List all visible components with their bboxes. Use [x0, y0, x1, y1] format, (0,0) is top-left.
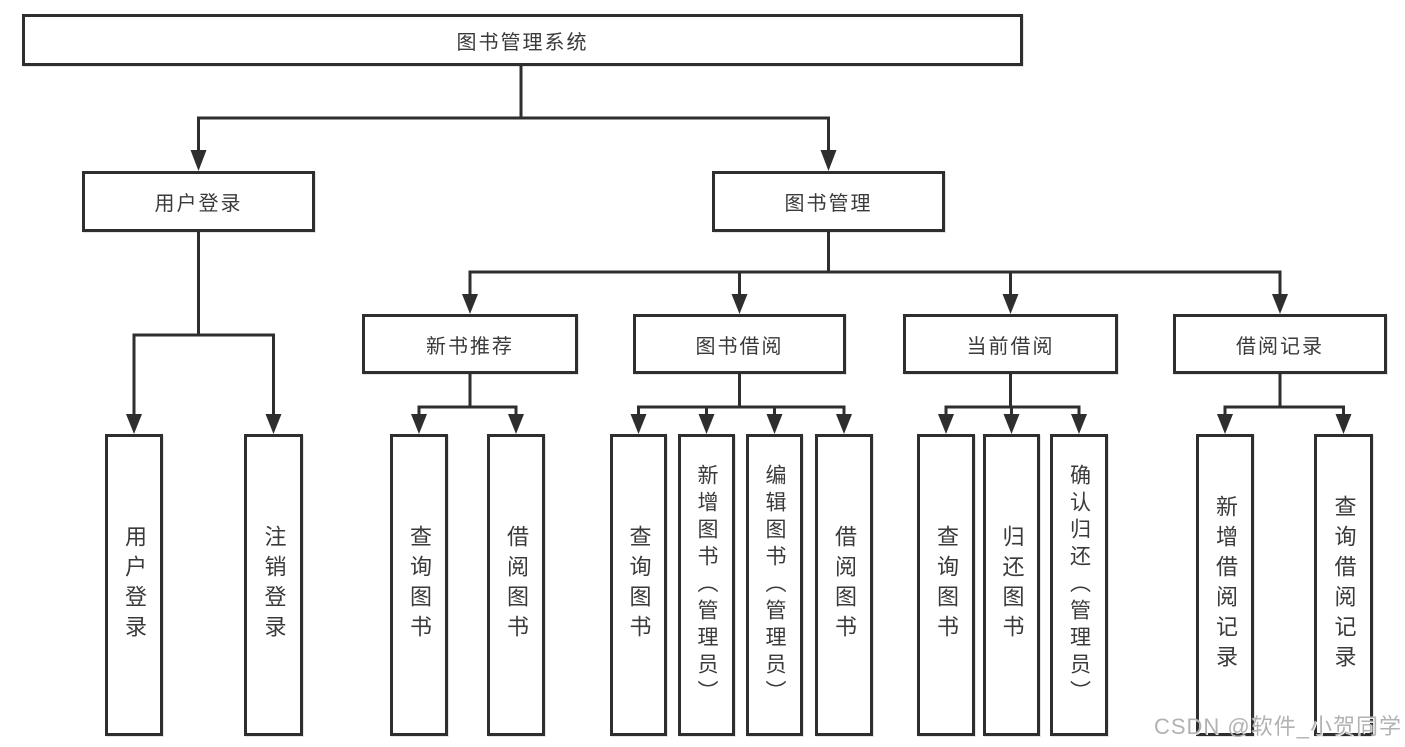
connector-borrow-records-fork: [1223, 372, 1345, 418]
leaf-cb-return-books: 归还图书: [983, 434, 1040, 736]
connector-current-borrow-fork: [944, 372, 1081, 418]
node-current-borrow: 当前借阅: [903, 314, 1118, 374]
leaf-bb-query-books: 查询图书: [610, 434, 667, 736]
leaf-bb-add-books-admin: 新增图书（管理员）: [678, 434, 735, 736]
connector-book-borrow-fork: [637, 372, 846, 418]
leaf-bb-borrow-books: 借阅图书: [815, 434, 873, 736]
leaf-nbr-query-books: 查询图书: [390, 434, 448, 736]
leaf-cb-query-books: 查询图书: [917, 434, 975, 736]
leaf-logout: 注销登录: [244, 434, 303, 736]
node-borrow-records: 借阅记录: [1173, 314, 1387, 374]
leaf-user-login: 用户登录: [105, 434, 163, 736]
leaf-br-query-record: 查询借阅记录: [1314, 434, 1373, 736]
node-new-book-recommend: 新书推荐: [362, 314, 578, 374]
connector-root-to-level2: [197, 64, 830, 154]
node-root: 图书管理系统: [22, 14, 1023, 66]
leaf-nbr-borrow-books: 借阅图书: [487, 434, 545, 736]
node-book-management: 图书管理: [712, 171, 945, 232]
node-user-login: 用户登录: [82, 171, 315, 232]
connector-book-management-fork: [468, 230, 1282, 298]
leaf-br-add-record: 新增借阅记录: [1196, 434, 1254, 736]
csdn-watermark: CSDN @软件_小贺同学: [1153, 714, 1402, 739]
connector-new-book-fork: [417, 372, 518, 418]
node-book-borrow: 图书借阅: [633, 314, 846, 374]
leaf-cb-confirm-return-admin: 确认归还（管理员）: [1050, 434, 1108, 736]
leaf-bb-edit-books-admin: 编辑图书（管理员）: [746, 434, 803, 736]
connector-user-login-fork: [132, 230, 275, 418]
